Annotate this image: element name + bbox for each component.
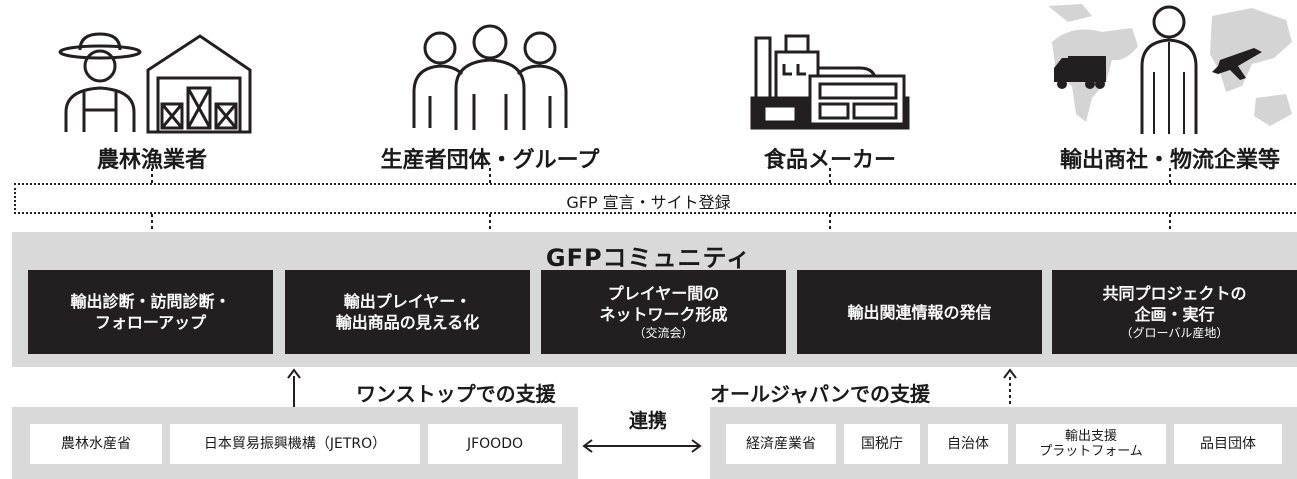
- link-arrow: [582, 439, 702, 453]
- service-line: ネットワーク形成: [599, 305, 728, 324]
- service-subline: （グローバル産地）: [1120, 326, 1229, 340]
- org-export-platform: 輸出支援 プラットフォーム: [1016, 424, 1166, 464]
- link-label: 連携: [628, 410, 667, 432]
- org-label: 経済産業省: [746, 435, 816, 452]
- org-label: プラットフォーム: [1039, 444, 1143, 459]
- service-line: フォローアップ: [94, 313, 207, 332]
- registration-label: GFP 宣言・サイト登録: [566, 193, 731, 212]
- service-box-info-dissemination: 輸出関連情報の発信: [797, 270, 1042, 354]
- org-nta: 国税庁: [844, 424, 920, 464]
- org-item-associations: 品目団体: [1174, 424, 1282, 464]
- factory-icon: [750, 34, 910, 130]
- org-meti: 経済産業省: [726, 424, 836, 464]
- service-box-visualization: 輸出プレイヤー・ 輸出商品の見える化: [285, 270, 530, 354]
- org-local-gov: 自治体: [928, 424, 1008, 464]
- org-jfoodo: JFOODO: [428, 424, 562, 464]
- org-label: 輸出支援: [1064, 429, 1117, 444]
- org-label: 品目団体: [1200, 435, 1256, 452]
- org-label: 自治体: [947, 435, 989, 452]
- org-label: 国税庁: [861, 435, 903, 452]
- support-right-title: オールジャパンでの支援: [710, 382, 930, 406]
- service-line: プレイヤー間の: [607, 284, 720, 303]
- service-box-network: プレイヤー間の ネットワーク形成 （交流会）: [541, 270, 786, 354]
- service-line: 企画・実行: [1134, 305, 1215, 324]
- support-left-title: ワンストップでの支援: [356, 382, 556, 406]
- service-box-export-diagnosis: 輸出診断・訪問診断・ フォローアップ: [28, 270, 273, 354]
- service-line: 輸出商品の見える化: [335, 313, 480, 332]
- group-people-icon: [412, 24, 568, 130]
- trade-logistics-icon: [1048, 4, 1292, 134]
- service-line: 輸出診断・訪問診断・: [70, 292, 231, 311]
- community-title: GFPコミュニティ: [545, 244, 752, 272]
- service-line: 共同プロジェクトの: [1102, 284, 1247, 303]
- registration-band: [14, 183, 1297, 214]
- service-line: 輸出関連情報の発信: [847, 302, 992, 322]
- service-subline: （交流会）: [633, 326, 694, 340]
- service-box-joint-projects: 共同プロジェクトの 企画・実行 （グローバル産地）: [1052, 270, 1297, 354]
- org-maff: 農林水産省: [30, 424, 162, 464]
- org-jetro: 日本貿易振興機構（JETRO）: [170, 424, 420, 464]
- service-line: 輸出プレイヤー・: [343, 292, 472, 311]
- farmer-barn-icon: [58, 32, 252, 134]
